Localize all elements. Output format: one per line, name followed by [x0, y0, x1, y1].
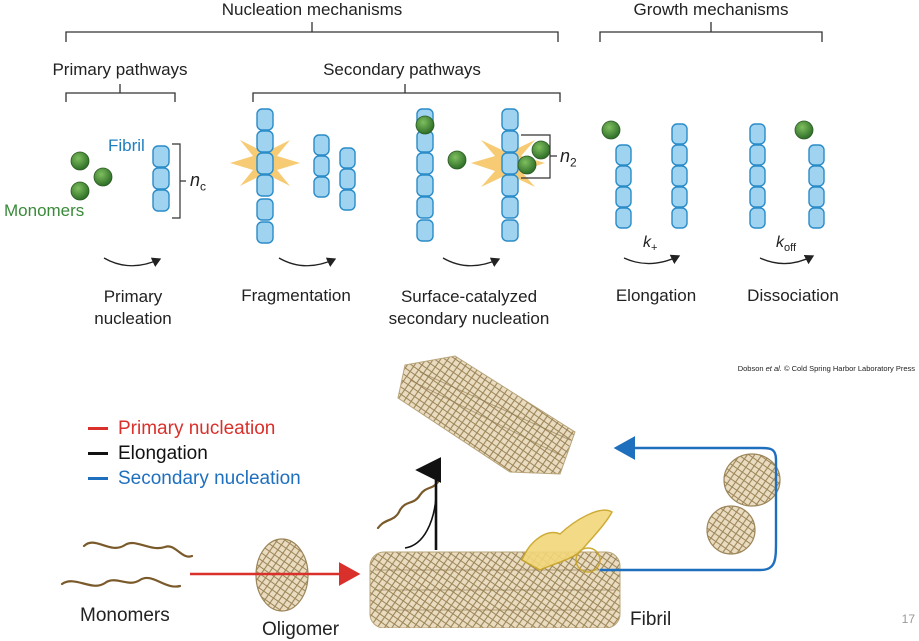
oligomer-blob: [255, 538, 309, 612]
legend-item-secondary: Secondary nucleation: [88, 466, 301, 491]
growth-title: Growth mechanisms: [633, 0, 789, 19]
fibril-3d-bottom: [369, 551, 621, 628]
primary-pathways-title: Primary pathways: [52, 60, 188, 79]
nucleation-title: Nucleation mechanisms: [221, 0, 403, 19]
legend: Primary nucleation Elongation Secondary …: [88, 416, 301, 491]
secondary-pathways-bracket: [252, 84, 561, 102]
surface-arrow: [442, 257, 501, 268]
primary-arrow: [103, 257, 162, 268]
dissociation-fibril-2: [808, 144, 825, 229]
nc-label: nc: [190, 170, 207, 194]
growth-bracket: [599, 22, 823, 42]
fragmentation-label: Fragmentation: [241, 286, 351, 305]
monomer-strands: [60, 480, 440, 588]
nucleation-bracket: [65, 22, 559, 42]
legend-item-primary: Primary nucleation: [88, 416, 301, 441]
n2-label: n2: [560, 146, 577, 170]
surface-fibril-2: [501, 108, 519, 242]
fragment-fibril-2: [339, 147, 356, 211]
elongation-arrow: [623, 254, 681, 265]
primary-fibril: [152, 145, 170, 212]
legend-swatch-elongation: [88, 452, 108, 455]
legend-item-elongation: Elongation: [88, 441, 301, 466]
secondary-nucleation-arrow: [600, 436, 778, 572]
page-number: 17: [901, 612, 915, 626]
credit-line: Dobson et al. © Cold Spring Harbor Labor…: [737, 364, 915, 373]
primary-pathways-bracket: [65, 84, 176, 102]
dissociation-arrow: [759, 254, 815, 265]
fibril-3d-top: [397, 355, 576, 475]
dissociation-fibril-1: [749, 123, 766, 229]
monomers-label: Monomers: [4, 201, 85, 220]
fibril-label: Fibril: [108, 136, 145, 155]
secondary-oligomer-blobs: [706, 453, 781, 555]
monomers: [70, 115, 814, 201]
fragmentation-long-fibril: [256, 108, 274, 244]
bottom-fibril-label: Fibril: [630, 609, 672, 630]
secondary-pathways-title: Secondary pathways: [323, 60, 481, 79]
dissociation-label: Dissociation: [747, 286, 839, 305]
legend-swatch-primary: [88, 427, 108, 430]
elongation-fibril-2: [671, 123, 688, 229]
oligomer-label: Oligomer: [262, 619, 340, 640]
elongation-arrow-curve: [404, 497, 437, 549]
fragment-fibril-1: [313, 134, 330, 198]
k-plus-label: k+: [643, 234, 658, 255]
n2-size-bracket: [521, 134, 557, 179]
k-off-label: koff: [776, 234, 797, 255]
fragmentation-arrow: [278, 257, 337, 268]
bottom-monomers-label: Monomers: [80, 605, 170, 626]
mechanism-diagram: [65, 22, 825, 268]
elongation-fibril-1: [615, 144, 632, 229]
surface-nucleus: [521, 509, 614, 573]
legend-swatch-secondary: [88, 477, 108, 480]
nc-size-bracket: [172, 143, 186, 219]
elongation-label: Elongation: [615, 286, 697, 305]
